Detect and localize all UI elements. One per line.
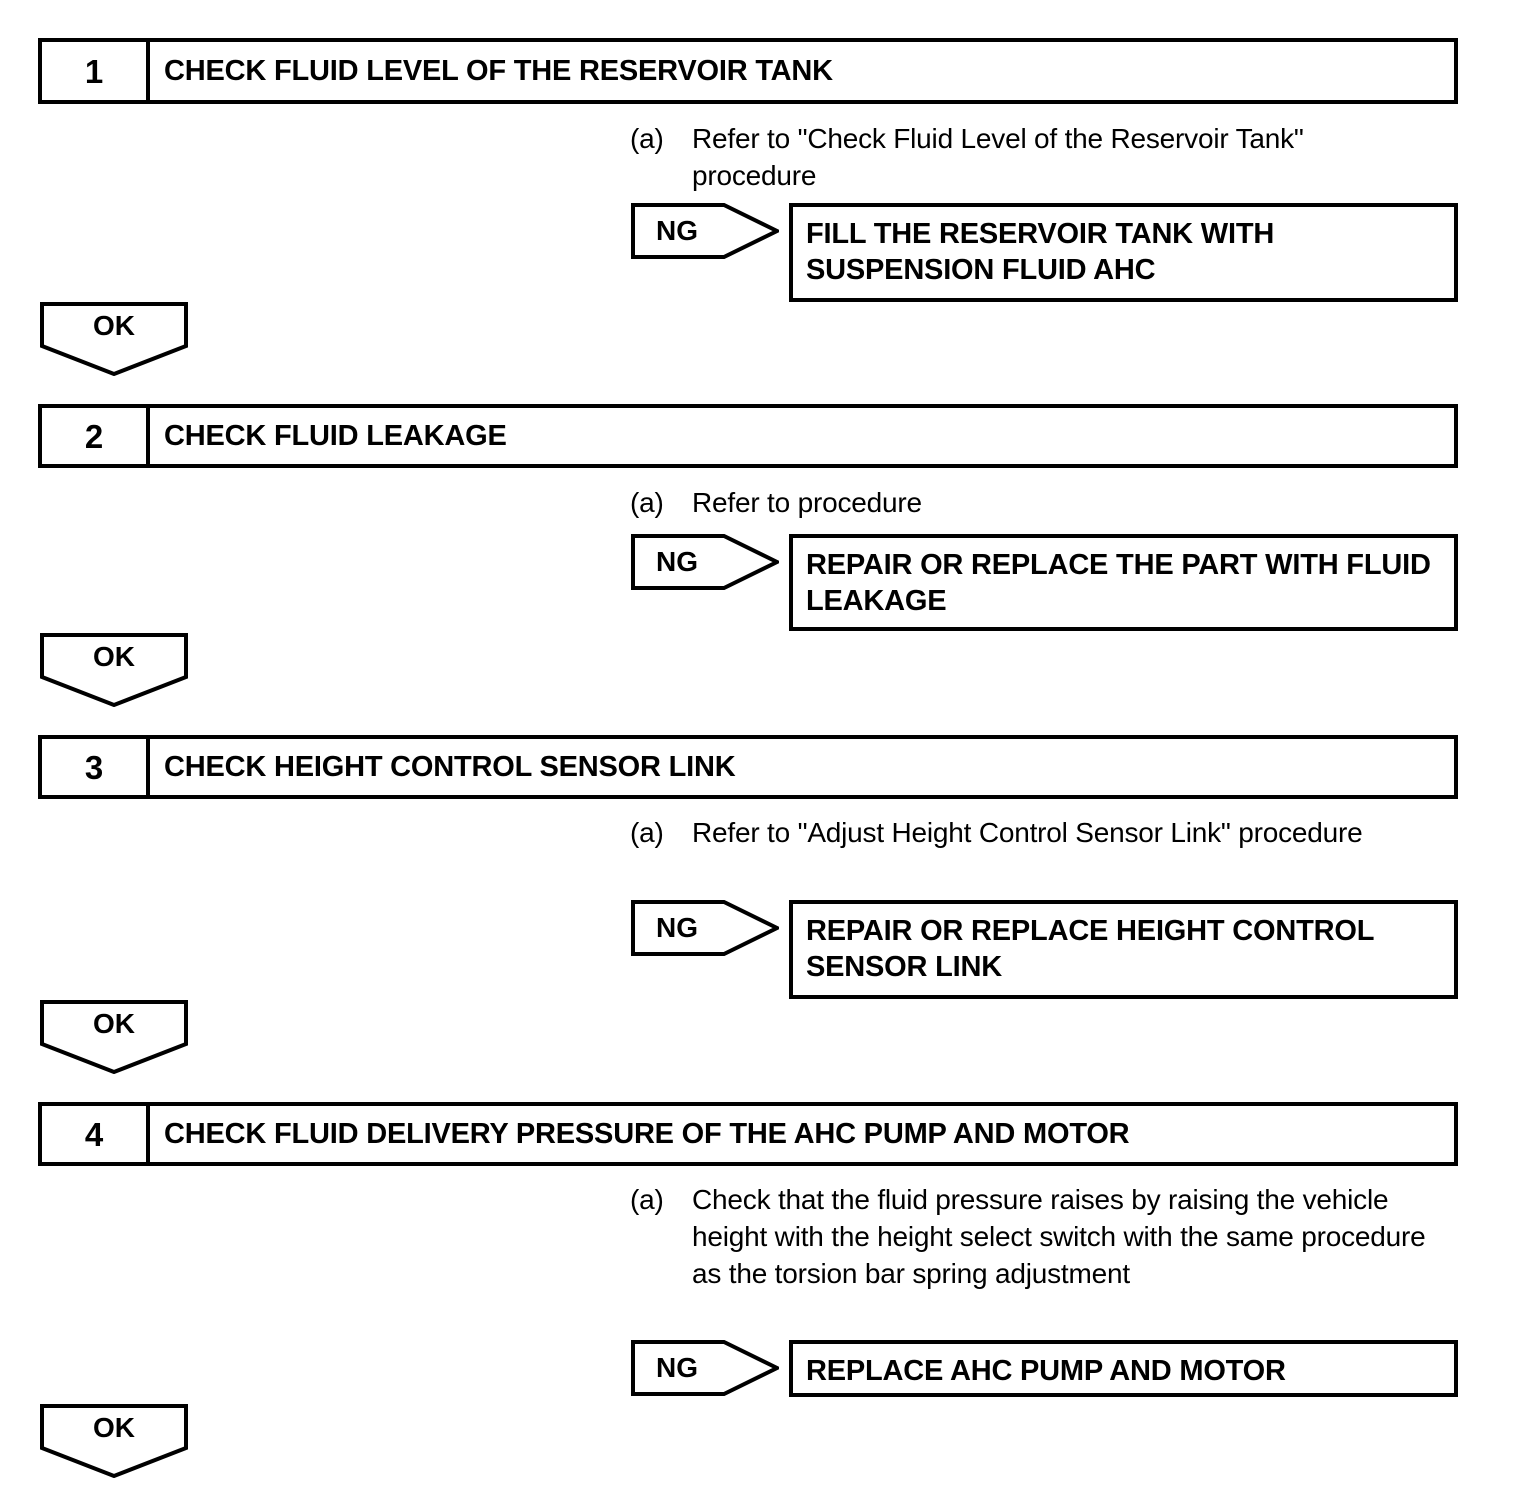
procedure-text-4: Check that the fluid pressure raises by … (692, 1184, 1426, 1289)
step-title-3: CHECK HEIGHT CONTROL SENSOR LINK (164, 750, 736, 783)
step-number-1: 1 (42, 42, 150, 100)
ng-pointer-4: NG (631, 1340, 779, 1396)
ng-result-4: REPLACE AHC PUMP AND MOTOR (789, 1340, 1458, 1397)
step-procedure-1: (a) Refer to "Check Fluid Level of the R… (630, 120, 1430, 194)
ok-arrow-icon (40, 633, 188, 707)
procedure-text-3: Refer to "Adjust Height Control Sensor L… (692, 817, 1363, 848)
ok-pointer-2: OK (40, 633, 188, 707)
ok-label-4: OK (93, 1412, 135, 1443)
procedure-text-2: Refer to procedure (692, 487, 922, 518)
step-title-2: CHECK FLUID LEAKAGE (164, 419, 507, 452)
ng-result-1: FILL THE RESERVOIR TANK WITH SUSPENSION … (789, 203, 1458, 302)
step-header-4: 4 CHECK FLUID DELIVERY PRESSURE OF THE A… (38, 1102, 1458, 1166)
ok-arrow-icon (40, 302, 188, 376)
step-title-4: CHECK FLUID DELIVERY PRESSURE OF THE AHC… (164, 1117, 1130, 1150)
ng-result-2: REPAIR OR REPLACE THE PART WITH FLUID LE… (789, 534, 1458, 631)
procedure-label-1: (a) (630, 123, 664, 154)
ok-pointer-4: OK (40, 1404, 188, 1478)
ng-label-2: NG (656, 546, 698, 577)
ok-arrow-icon (40, 1000, 188, 1074)
procedure-label-3: (a) (630, 817, 664, 848)
ng-arrow-icon (631, 203, 779, 259)
ng-arrow-icon (631, 900, 779, 956)
procedure-label-2: (a) (630, 487, 664, 518)
ng-result-3: REPAIR OR REPLACE HEIGHT CONTROL SENSOR … (789, 900, 1458, 999)
ng-pointer-1: NG (631, 203, 779, 259)
ng-label-1: NG (656, 215, 698, 246)
ng-arrow-icon (631, 1340, 779, 1396)
ok-label-2: OK (93, 641, 135, 672)
step-header-2: 2 CHECK FLUID LEAKAGE (38, 404, 1458, 468)
step-number-3: 3 (42, 739, 150, 795)
procedure-text-1: Refer to "Check Fluid Level of the Reser… (692, 123, 1304, 191)
step-title-1: CHECK FLUID LEVEL OF THE RESERVOIR TANK (164, 54, 833, 87)
ng-arrow-icon (631, 534, 779, 590)
ng-label-4: NG (656, 1352, 698, 1383)
ng-pointer-2: NG (631, 534, 779, 590)
ok-label-3: OK (93, 1008, 135, 1039)
step-header-1: 1 CHECK FLUID LEVEL OF THE RESERVOIR TAN… (38, 38, 1458, 104)
step-procedure-2: (a) Refer to procedure (630, 484, 1430, 521)
step-number-4: 4 (42, 1106, 150, 1162)
ok-pointer-3: OK (40, 1000, 188, 1074)
step-number-2: 2 (42, 408, 150, 464)
ng-pointer-3: NG (631, 900, 779, 956)
step-header-3: 3 CHECK HEIGHT CONTROL SENSOR LINK (38, 735, 1458, 799)
ok-pointer-1: OK (40, 302, 188, 376)
procedure-label-4: (a) (630, 1184, 664, 1215)
step-procedure-3: (a) Refer to "Adjust Height Control Sens… (630, 814, 1460, 851)
ok-arrow-icon (40, 1404, 188, 1478)
ok-label-1: OK (93, 310, 135, 341)
step-procedure-4: (a) Check that the fluid pressure raises… (630, 1181, 1460, 1292)
ng-label-3: NG (656, 912, 698, 943)
